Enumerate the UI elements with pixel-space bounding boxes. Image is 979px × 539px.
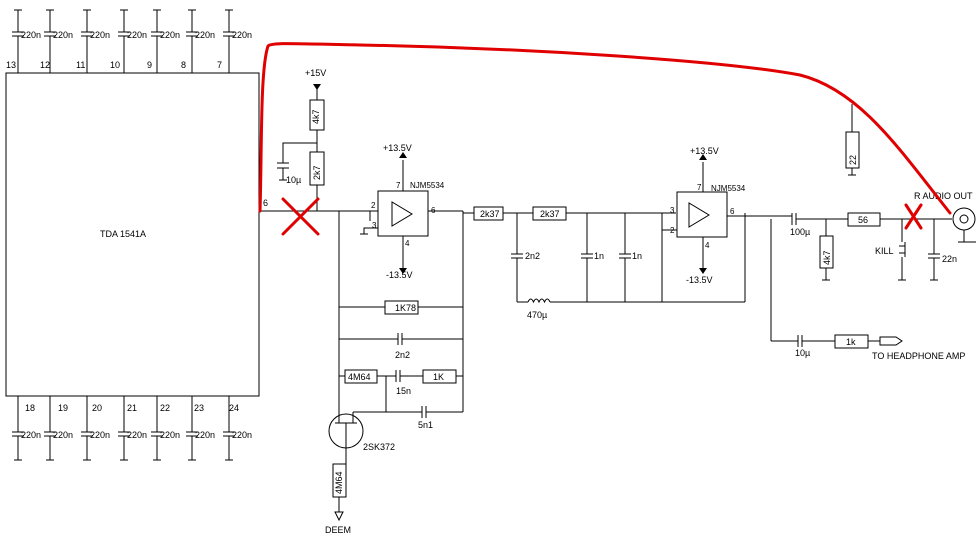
pin-number: 22 xyxy=(160,403,170,413)
cap-label: 1n xyxy=(632,251,642,261)
resistor-label: 2k37 xyxy=(480,209,500,219)
resistor-label: 4M64 xyxy=(334,471,344,494)
cap-label: 220n xyxy=(160,30,180,40)
red-cut-mark xyxy=(904,203,923,230)
pin-number: 7 xyxy=(396,181,401,190)
resistor-label: 56 xyxy=(858,215,868,225)
filter-section xyxy=(463,206,746,304)
pin-number: 6 xyxy=(431,206,436,215)
supply-label: -13.5V xyxy=(386,270,413,280)
cap-label: 15n xyxy=(396,386,411,396)
pin-number: 2 xyxy=(371,201,376,210)
top-decoupling-caps: 220n 220n 220n 220n 220n 220n 220n 13 12… xyxy=(6,9,252,73)
pin-number: 3 xyxy=(670,206,675,215)
jfet-label: 2SK372 xyxy=(363,442,395,452)
pin-number: 7 xyxy=(697,183,702,192)
cap-label: 220n xyxy=(53,430,73,440)
cap-label: 220n xyxy=(232,430,252,440)
opamp1 xyxy=(360,152,463,274)
cap-label: 220n xyxy=(90,430,110,440)
cap-label: 5n1 xyxy=(418,420,433,430)
inductor-label: 470µ xyxy=(527,310,547,320)
opamp-label: NJM5534 xyxy=(711,184,746,193)
cap-label: 1n xyxy=(594,251,604,261)
resistor-label: 2k7 xyxy=(312,165,322,180)
pin-number: 9 xyxy=(147,60,152,70)
supply-label: +13.5V xyxy=(690,146,719,156)
headphone-label: TO HEADPHONE AMP xyxy=(872,351,965,361)
cap-label: 220n xyxy=(195,30,215,40)
pin-number: 21 xyxy=(127,403,137,413)
tda1541a-ic xyxy=(5,72,260,397)
resistor-label: 2k37 xyxy=(540,209,560,219)
pin-number: 4 xyxy=(405,239,410,248)
red-bypass-wire xyxy=(258,42,952,215)
jfet xyxy=(328,411,386,522)
output-section xyxy=(770,104,976,349)
supply-label: -13.5V xyxy=(686,275,713,285)
resistor-label: 4k7 xyxy=(311,109,321,124)
output-label: R AUDIO OUT xyxy=(914,191,973,201)
kill-label: KILL xyxy=(875,246,894,256)
pin-number: 24 xyxy=(229,403,239,413)
pin-number: 2 xyxy=(670,226,675,235)
cap-label: 100µ xyxy=(790,227,810,237)
resistor-label: 1k xyxy=(846,337,856,347)
pin-number: 7 xyxy=(217,60,222,70)
cap-label: 2n2 xyxy=(395,350,410,360)
bottom-decoupling-caps: 220n 220n 220n 220n 220n 220n 220n 18 19… xyxy=(12,396,252,461)
supply-label: +15V xyxy=(305,68,326,78)
cap-label: 220n xyxy=(127,430,147,440)
pin-number: 3 xyxy=(372,221,377,230)
pin-number: 6 xyxy=(263,198,268,208)
ic-label: TDA 1541A xyxy=(100,229,146,239)
resistor-label: 4k7 xyxy=(822,250,832,265)
cap-label: 220n xyxy=(21,30,41,40)
opamp-label: NJM5534 xyxy=(410,181,445,190)
cap-label: 220n xyxy=(90,30,110,40)
cap-label: 10µ xyxy=(286,175,301,185)
cap-label: 220n xyxy=(195,430,215,440)
cap-label: 220n xyxy=(21,430,41,440)
cap-label: 220n xyxy=(127,30,147,40)
cap-label: 22n xyxy=(942,254,957,264)
resistor-label: 1K78 xyxy=(395,303,416,313)
resistor-label: 4M64 xyxy=(348,372,371,382)
pin-number: 18 xyxy=(25,403,35,413)
pin-number: 8 xyxy=(181,60,186,70)
pin-number: 4 xyxy=(705,241,710,250)
cap-label: 220n xyxy=(232,30,252,40)
pin-number: 20 xyxy=(92,403,102,413)
pin-number: 13 xyxy=(6,60,16,70)
pin-number: 6 xyxy=(730,207,735,216)
pin-number: 10 xyxy=(110,60,120,70)
opamp2 xyxy=(662,154,792,274)
cap-label: 220n xyxy=(160,430,180,440)
bias-divider xyxy=(277,84,325,211)
cap-label: 10µ xyxy=(795,348,810,358)
feedback-network xyxy=(338,211,464,418)
deem-label: DEEM xyxy=(325,525,351,535)
pin-number: 23 xyxy=(194,403,204,413)
resistor-label: 22 xyxy=(848,155,858,165)
supply-label: +13.5V xyxy=(383,143,412,153)
cap-label: 220n xyxy=(53,30,73,40)
pin-number: 11 xyxy=(76,60,85,70)
cap-label: 2n2 xyxy=(525,251,540,261)
pin-number: 19 xyxy=(58,403,68,413)
resistor-label: 1K xyxy=(433,372,444,382)
pin-number: 12 xyxy=(40,60,50,70)
red-cut-mark xyxy=(281,197,320,236)
